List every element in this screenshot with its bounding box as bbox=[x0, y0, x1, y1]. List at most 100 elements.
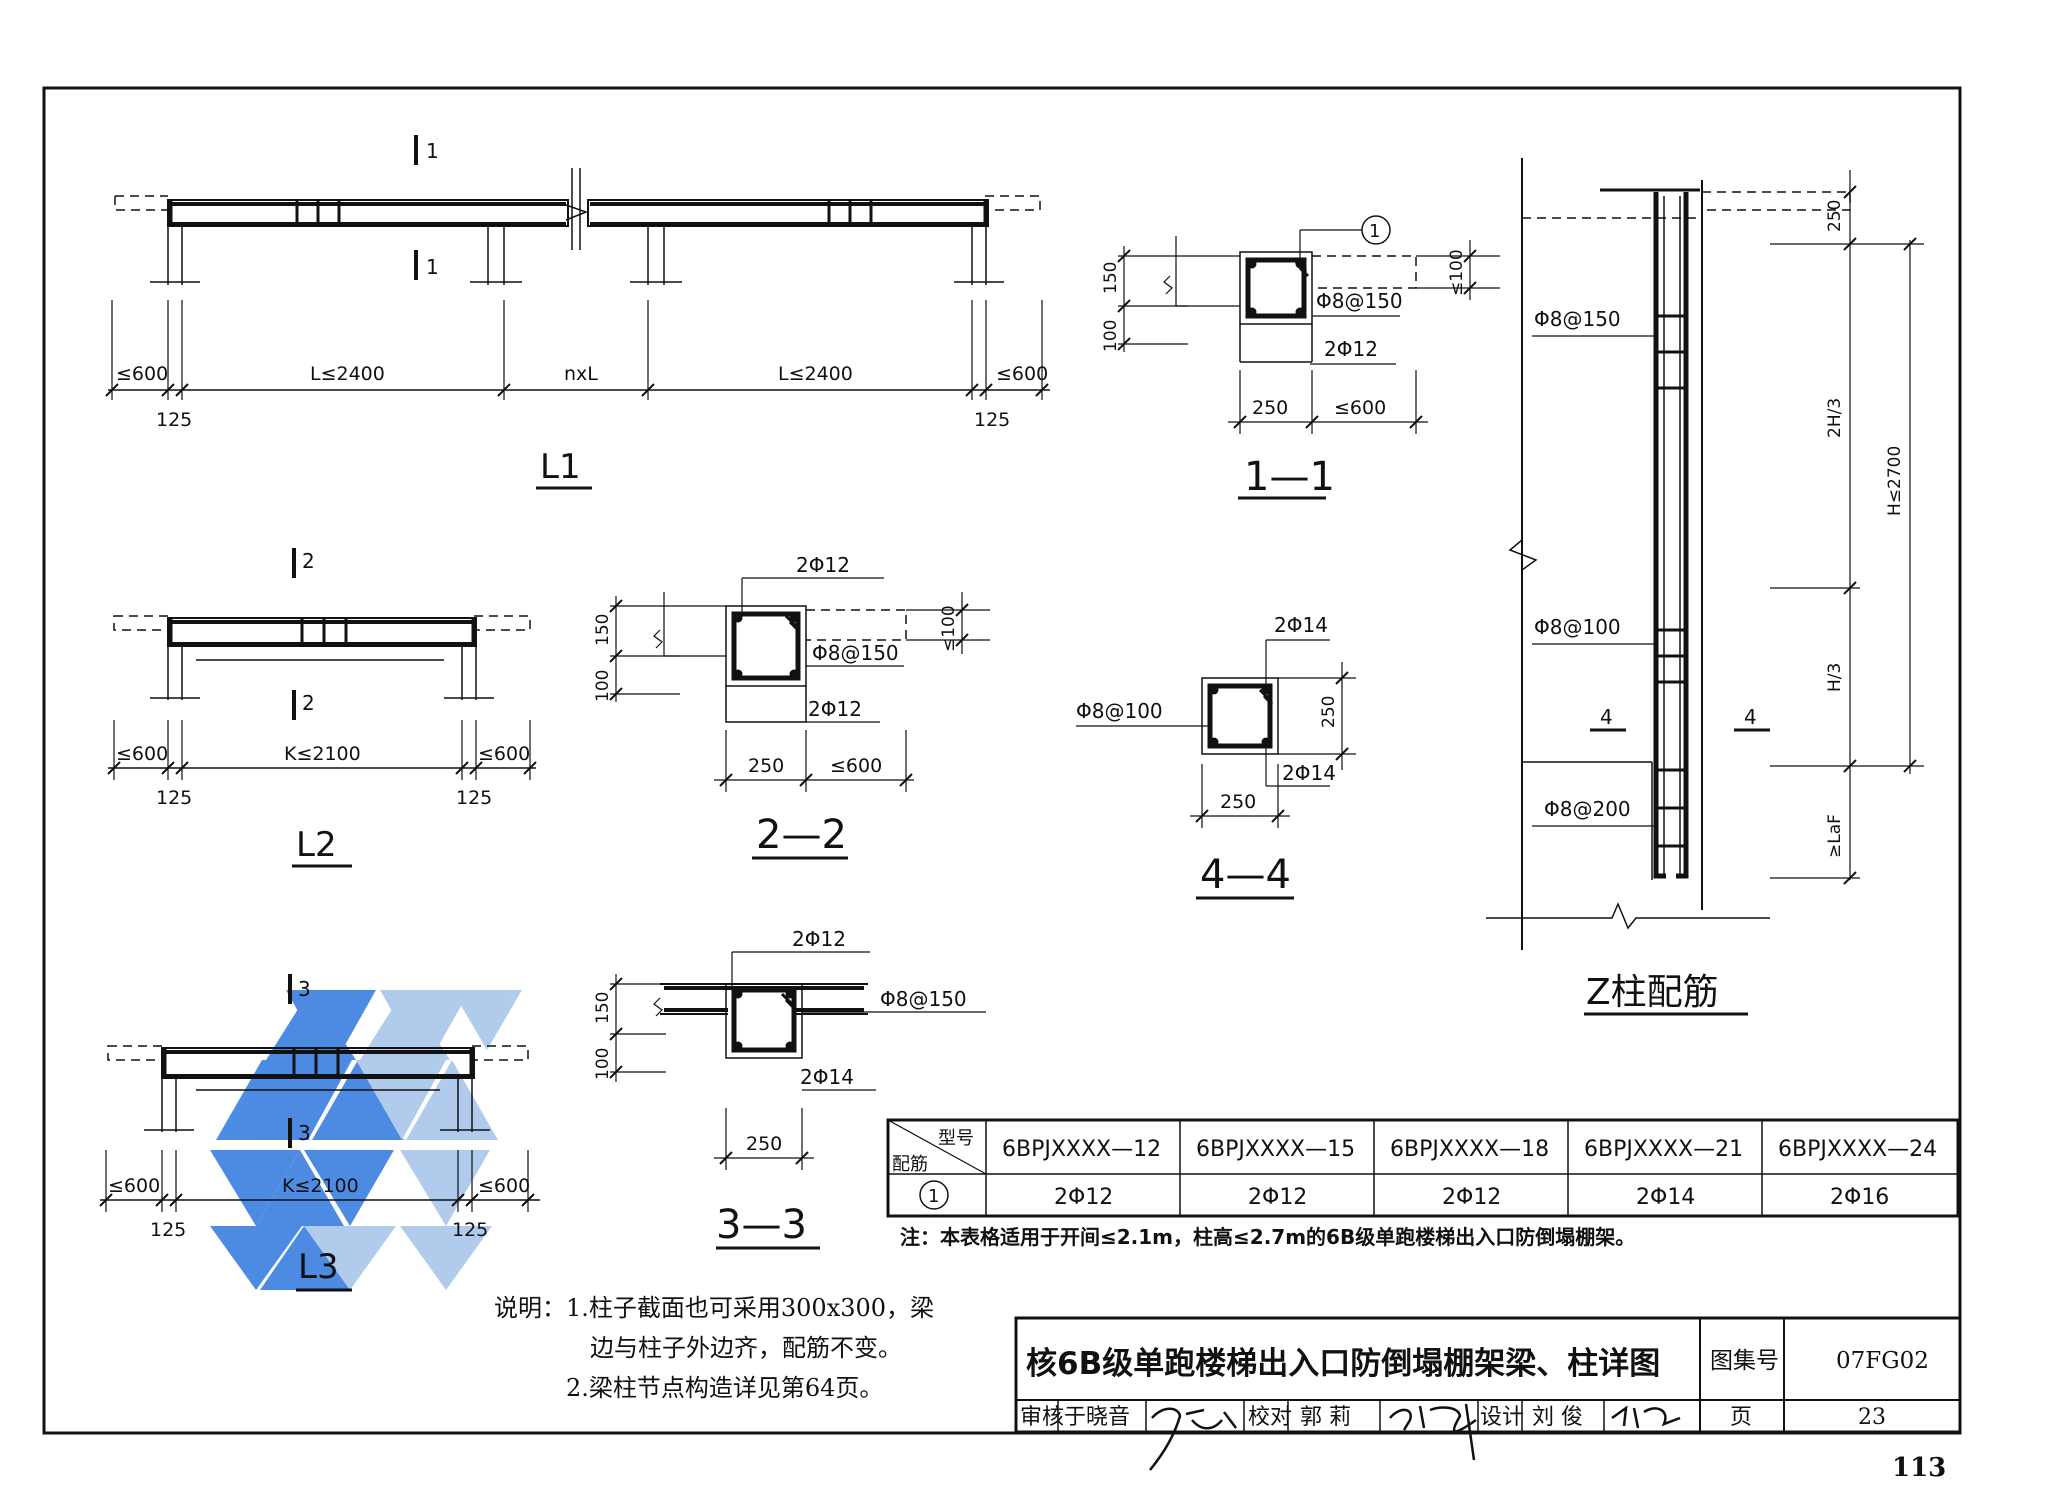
l2-dim-span: K≤2100 bbox=[284, 743, 361, 765]
section-2-2 bbox=[609, 577, 990, 860]
s22-dim-h3: ≤100 bbox=[939, 605, 959, 652]
s22-dim-h1: 150 bbox=[593, 614, 613, 646]
l1-dim-col-left: 125 bbox=[156, 409, 192, 431]
s22-stirrup: Φ8@150 bbox=[812, 641, 899, 665]
s22-bars-bottom: 2Φ12 bbox=[808, 697, 862, 721]
table-model-2: 6BPJXXXX—15 bbox=[1196, 1137, 1355, 1162]
explanation-line-2: 边与柱子外边齐，配筋不变。 bbox=[590, 1334, 902, 1362]
table-note: 注：本表格适用于开间≤2.1m，柱高≤2.7m的6B级单跑楼梯出入口防倒塌棚架。 bbox=[900, 1225, 1635, 1249]
title-block-review-label: 审核 bbox=[1020, 1405, 1064, 1430]
title-block-atlas-value: 07FG02 bbox=[1836, 1348, 1929, 1374]
table-header-bottom: 配筋 bbox=[892, 1154, 928, 1175]
beam-l3-elevation bbox=[99, 974, 540, 1292]
s22-dim-h2: 100 bbox=[593, 670, 613, 702]
l1-dim-mid: nxL bbox=[564, 363, 598, 385]
zcol-stirrup-bottom: Φ8@200 bbox=[1544, 797, 1631, 821]
watermark-triangles bbox=[210, 990, 522, 1290]
l2-section-mark-bottom: 2 bbox=[302, 691, 315, 715]
explanation-line-1: 1.柱子截面也可采用300x300，梁 bbox=[566, 1294, 934, 1322]
table-rebar-3: 2Φ12 bbox=[1442, 1185, 1501, 1210]
s33-stirrup: Φ8@150 bbox=[880, 987, 967, 1011]
title-block-title: 核6B级单跑楼梯出入口防倒塌棚架梁、柱详图 bbox=[1026, 1346, 1660, 1382]
title-block-check-label: 校对 bbox=[1248, 1405, 1292, 1430]
s33-dim-h1: 150 bbox=[593, 992, 613, 1024]
zcol-dim-2h3: 2H/3 bbox=[1825, 398, 1845, 438]
table-model-5: 6BPJXXXX—24 bbox=[1778, 1137, 1937, 1162]
beam-l2-elevation bbox=[107, 548, 537, 868]
explanation-label: 说明： bbox=[494, 1294, 566, 1322]
zcol-title: Z柱配筋 bbox=[1586, 972, 1719, 1013]
l2-dim-col-left: 125 bbox=[156, 787, 192, 809]
l3-section-mark-top: 3 bbox=[298, 977, 311, 1001]
s44-dim-w: 250 bbox=[1220, 791, 1256, 813]
zcol-section-mark-left: 4 bbox=[1600, 705, 1613, 729]
l3-dim-end-left: ≤600 bbox=[108, 1175, 160, 1197]
l2-title: L2 bbox=[296, 825, 337, 865]
s44-title: 4—4 bbox=[1200, 852, 1291, 898]
s11-dim-h1: 150 bbox=[1101, 262, 1121, 294]
l3-dim-col-left: 125 bbox=[150, 1219, 186, 1241]
table-model-1: 6BPJXXXX—12 bbox=[1002, 1137, 1161, 1162]
l3-section-mark-bottom: 3 bbox=[298, 1121, 311, 1145]
l1-dim-span-left: L≤2400 bbox=[310, 363, 385, 385]
l3-dim-col-right: 125 bbox=[452, 1219, 488, 1241]
section-1-1 bbox=[1117, 215, 1500, 500]
l2-dim-col-right: 125 bbox=[456, 787, 492, 809]
s11-bars: 2Φ12 bbox=[1324, 337, 1378, 361]
l1-dim-end-right: ≤600 bbox=[996, 363, 1048, 385]
l2-dim-end-right: ≤600 bbox=[478, 743, 530, 765]
table-model-4: 6BPJXXXX—21 bbox=[1584, 1137, 1743, 1162]
s33-bars-bottom: 2Φ14 bbox=[800, 1065, 854, 1089]
l2-dim-end-left: ≤600 bbox=[116, 743, 168, 765]
table-rebar-1: 2Φ12 bbox=[1054, 1185, 1113, 1210]
table-rebar-2: 2Φ12 bbox=[1248, 1185, 1307, 1210]
l2-section-mark-top: 2 bbox=[302, 549, 315, 573]
s33-dim-h2: 100 bbox=[593, 1048, 613, 1080]
s11-dim-w2: ≤600 bbox=[1334, 397, 1386, 419]
s11-stirrup: Φ8@150 bbox=[1316, 289, 1403, 313]
s11-callout: 1 bbox=[1369, 221, 1380, 242]
title-block-page-label: 页 bbox=[1730, 1405, 1752, 1430]
s22-title: 2—2 bbox=[756, 812, 847, 858]
zcol-dim-laf: ≥LaF bbox=[1825, 814, 1845, 858]
s22-bars-top: 2Φ12 bbox=[796, 553, 850, 577]
table-row-label: 1 bbox=[928, 1186, 939, 1207]
sheet-frame bbox=[42, 86, 1962, 1435]
s44-dim-h: 250 bbox=[1319, 696, 1339, 728]
s22-dim-w1: 250 bbox=[748, 755, 784, 777]
zcol-stirrup-top: Φ8@150 bbox=[1534, 307, 1621, 331]
l1-dim-end-left: ≤600 bbox=[116, 363, 168, 385]
table-rebar-5: 2Φ16 bbox=[1830, 1185, 1889, 1210]
l1-section-mark-top: 1 bbox=[426, 139, 439, 163]
zcol-section-mark-right: 4 bbox=[1744, 705, 1757, 729]
zcol-dim-h3: H/3 bbox=[1825, 663, 1845, 692]
rebar-table bbox=[886, 1118, 1960, 1218]
l3-dim-span: K≤2100 bbox=[282, 1175, 359, 1197]
table-rebar-4: 2Φ14 bbox=[1636, 1185, 1695, 1210]
l1-section-mark-bottom: 1 bbox=[426, 255, 439, 279]
title-block-page-value: 23 bbox=[1858, 1405, 1886, 1430]
page-number: 113 bbox=[1892, 1453, 1946, 1483]
title-block-check-name: 郭 莉 bbox=[1300, 1405, 1351, 1430]
l3-dim-end-right: ≤600 bbox=[478, 1175, 530, 1197]
zcol-dim-top: 250 bbox=[1825, 200, 1845, 232]
explanation-line-3: 2.梁柱节点构造详见第64页。 bbox=[566, 1374, 883, 1402]
zcol-dim-h: H≤2700 bbox=[1885, 446, 1905, 516]
title-block-review-name: 于晓音 bbox=[1064, 1405, 1130, 1430]
title-block-design-label: 设计 bbox=[1480, 1405, 1524, 1430]
l1-dim-col-right: 125 bbox=[974, 409, 1010, 431]
s11-dim-h2: 100 bbox=[1101, 320, 1121, 352]
z-column-elevation bbox=[1486, 158, 1924, 1016]
s33-dim-w1: 250 bbox=[746, 1133, 782, 1155]
l1-title: L1 bbox=[540, 447, 581, 487]
l3-title: L3 bbox=[298, 1247, 339, 1287]
section-3-3 bbox=[609, 951, 986, 1250]
s11-dim-w1: 250 bbox=[1252, 397, 1288, 419]
s33-bars-top: 2Φ12 bbox=[792, 927, 846, 951]
zcol-stirrup-mid: Φ8@100 bbox=[1534, 615, 1621, 639]
s11-title: 1—1 bbox=[1244, 454, 1335, 500]
section-4-4 bbox=[1076, 639, 1356, 900]
s44-stirrup: Φ8@100 bbox=[1076, 699, 1163, 723]
title-block-design-name: 刘 俊 bbox=[1532, 1405, 1583, 1430]
